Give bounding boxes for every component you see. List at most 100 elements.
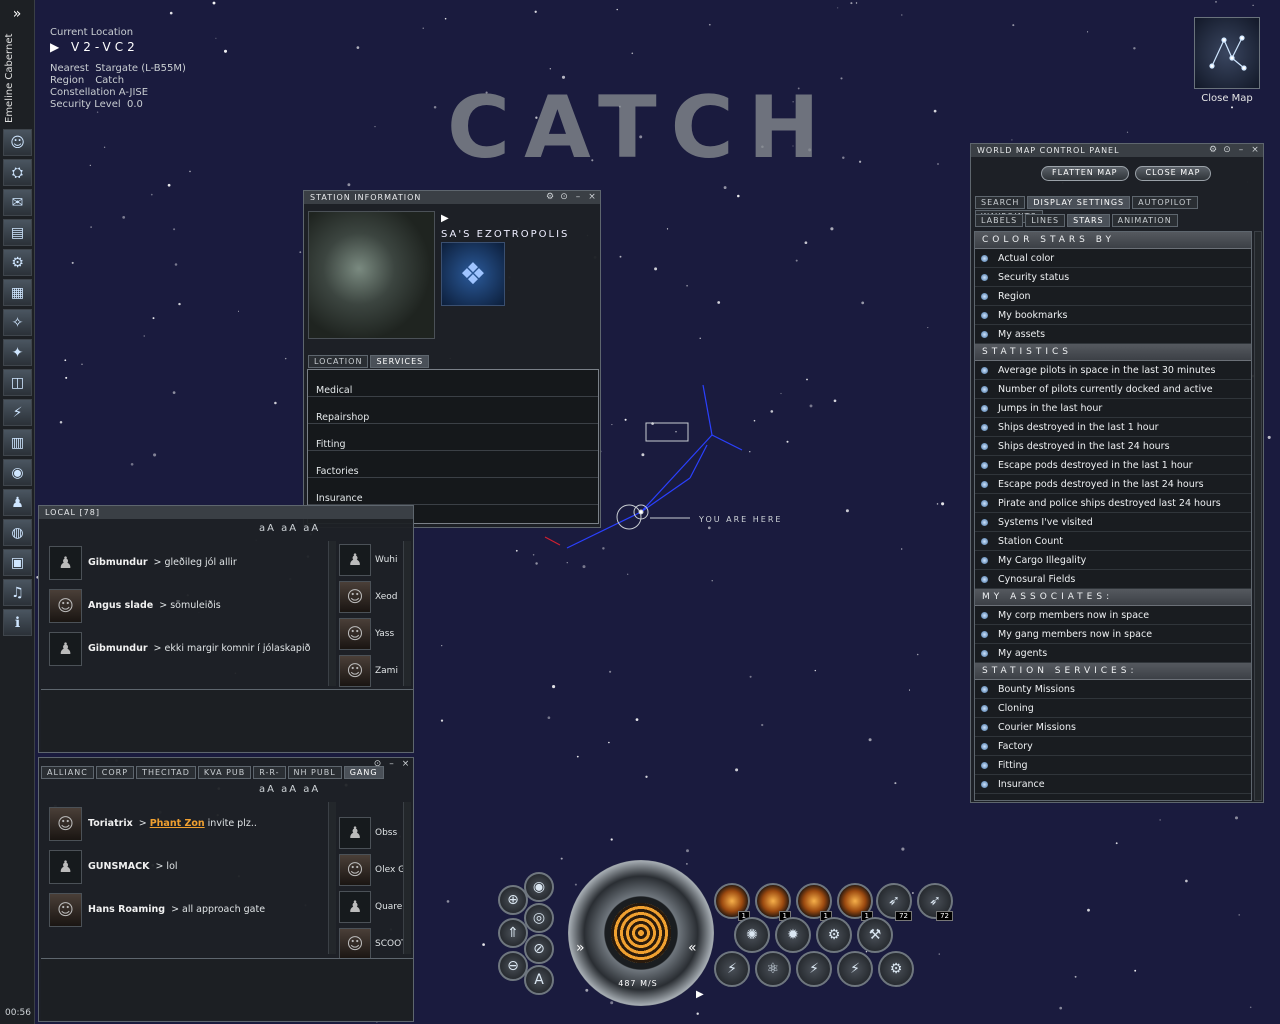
tab-alliance[interactable]: ALLIANC: [41, 766, 94, 779]
star[interactable]: [645, 775, 648, 778]
star[interactable]: [532, 554, 535, 556]
star[interactable]: [837, 7, 839, 9]
constellation-value[interactable]: A-JISE: [118, 87, 149, 98]
star[interactable]: [780, 392, 782, 395]
star[interactable]: [446, 900, 450, 903]
sender[interactable]: Gibmundur: [88, 643, 148, 654]
avatar[interactable]: ♟: [49, 631, 82, 666]
list-item[interactable]: ☺Yass: [339, 615, 409, 652]
star[interactable]: [616, 8, 618, 11]
tactical-icon[interactable]: ⊘: [524, 934, 554, 964]
radio-icon[interactable]: [981, 366, 988, 374]
star[interactable]: [708, 23, 711, 26]
star[interactable]: [1215, 1, 1217, 3]
radio-icon[interactable]: [981, 499, 988, 507]
ship-icon[interactable]: ⛭: [3, 159, 32, 186]
tab-labels[interactable]: LABELS: [975, 214, 1024, 227]
zoom-in-icon[interactable]: ⊕: [498, 885, 528, 915]
star[interactable]: [560, 857, 563, 860]
journal-icon[interactable]: ▣: [3, 549, 32, 576]
star[interactable]: [1074, 975, 1077, 978]
radio-icon[interactable]: [981, 780, 988, 788]
tab-services[interactable]: SERVICES: [370, 355, 430, 368]
radio-option[interactable]: My corp members now in space: [975, 606, 1251, 625]
sender[interactable]: Toriatrix: [88, 818, 133, 829]
star[interactable]: [122, 216, 126, 219]
star[interactable]: [223, 49, 228, 53]
close-map-label[interactable]: Close Map: [1201, 93, 1253, 104]
star[interactable]: [842, 156, 845, 160]
radio-option[interactable]: Cynosural Fields: [975, 570, 1251, 589]
list-item[interactable]: ☺SCOOT: [339, 925, 409, 962]
star[interactable]: [686, 284, 688, 287]
star[interactable]: [635, 718, 639, 721]
settings-icon[interactable]: ⚙: [545, 192, 556, 202]
star[interactable]: [103, 146, 106, 148]
radio-icon[interactable]: [981, 556, 988, 564]
star[interactable]: [610, 838, 613, 841]
radio-icon[interactable]: [981, 685, 988, 693]
star[interactable]: [549, 68, 551, 70]
member-scrollbar[interactable]: [403, 802, 411, 954]
star[interactable]: [737, 194, 740, 198]
list-item[interactable]: Insurance: [308, 478, 598, 505]
star[interactable]: [941, 502, 945, 506]
avatar[interactable]: ☺: [49, 806, 82, 841]
star[interactable]: [901, 548, 903, 550]
star[interactable]: [515, 549, 518, 552]
star[interactable]: [1252, 4, 1254, 6]
low-slot-icon[interactable]: ⚙: [878, 951, 914, 987]
afterburner-icon[interactable]: ✹: [775, 917, 811, 953]
tab-r-r[interactable]: R-R-: [253, 766, 286, 779]
star[interactable]: [130, 462, 134, 466]
radio-option[interactable]: Jumps in the last hour: [975, 399, 1251, 418]
tab-display-settings[interactable]: DISPLAY SETTINGS: [1027, 196, 1131, 209]
star[interactable]: [840, 77, 843, 80]
star[interactable]: [1087, 908, 1090, 912]
star[interactable]: [566, 562, 568, 564]
radio-option[interactable]: Average pilots in space in the last 30 m…: [975, 361, 1251, 380]
flatten-map-button[interactable]: FLATTEN MAP: [1041, 166, 1129, 181]
avatar[interactable]: ☺: [49, 588, 82, 623]
star[interactable]: [717, 301, 721, 304]
star[interactable]: [1126, 131, 1129, 133]
star[interactable]: [868, 738, 872, 742]
radio-icon[interactable]: [981, 461, 988, 469]
star[interactable]: [212, 1, 216, 5]
list-item[interactable]: Fitting: [308, 424, 598, 451]
star[interactable]: [627, 573, 629, 575]
sender[interactable]: Hans Roaming: [88, 904, 166, 915]
star[interactable]: [608, 741, 610, 744]
radio-icon[interactable]: [981, 254, 988, 262]
radio-icon[interactable]: [981, 537, 988, 545]
list-item[interactable]: ♟Quaren: [339, 888, 409, 925]
star[interactable]: [574, 883, 577, 886]
star[interactable]: [686, 849, 689, 853]
radio-icon[interactable]: [981, 518, 988, 526]
star[interactable]: [916, 653, 919, 656]
radio-icon[interactable]: [981, 480, 988, 488]
star[interactable]: [894, 782, 897, 785]
star[interactable]: [809, 404, 813, 408]
star[interactable]: [609, 670, 612, 673]
star[interactable]: [1267, 435, 1271, 439]
star[interactable]: [1087, 31, 1089, 33]
armor-repairer-icon[interactable]: ⚒: [857, 917, 893, 953]
local-chat-titlebar[interactable]: LOCAL [78]: [39, 506, 413, 519]
star[interactable]: [814, 669, 817, 672]
font-size-controls[interactable]: aA aA aA: [259, 784, 321, 795]
star[interactable]: [1234, 816, 1239, 820]
speed-down-icon[interactable]: »: [576, 940, 585, 956]
module-slot[interactable]: 1: [837, 883, 873, 921]
star[interactable]: [169, 11, 173, 15]
star[interactable]: [535, 116, 538, 119]
star[interactable]: [299, 251, 302, 254]
radio-option[interactable]: Bounty Missions: [975, 680, 1251, 699]
radio-option[interactable]: My gang members now in space: [975, 625, 1251, 644]
star[interactable]: [666, 228, 669, 230]
warp-scrambler-icon[interactable]: ⚙: [816, 917, 852, 953]
shield-booster-icon[interactable]: ✺: [734, 917, 770, 953]
star[interactable]: [830, 227, 834, 231]
radio-option[interactable]: Systems I've visited: [975, 513, 1251, 532]
ship-icon[interactable]: ⇑: [498, 918, 528, 948]
